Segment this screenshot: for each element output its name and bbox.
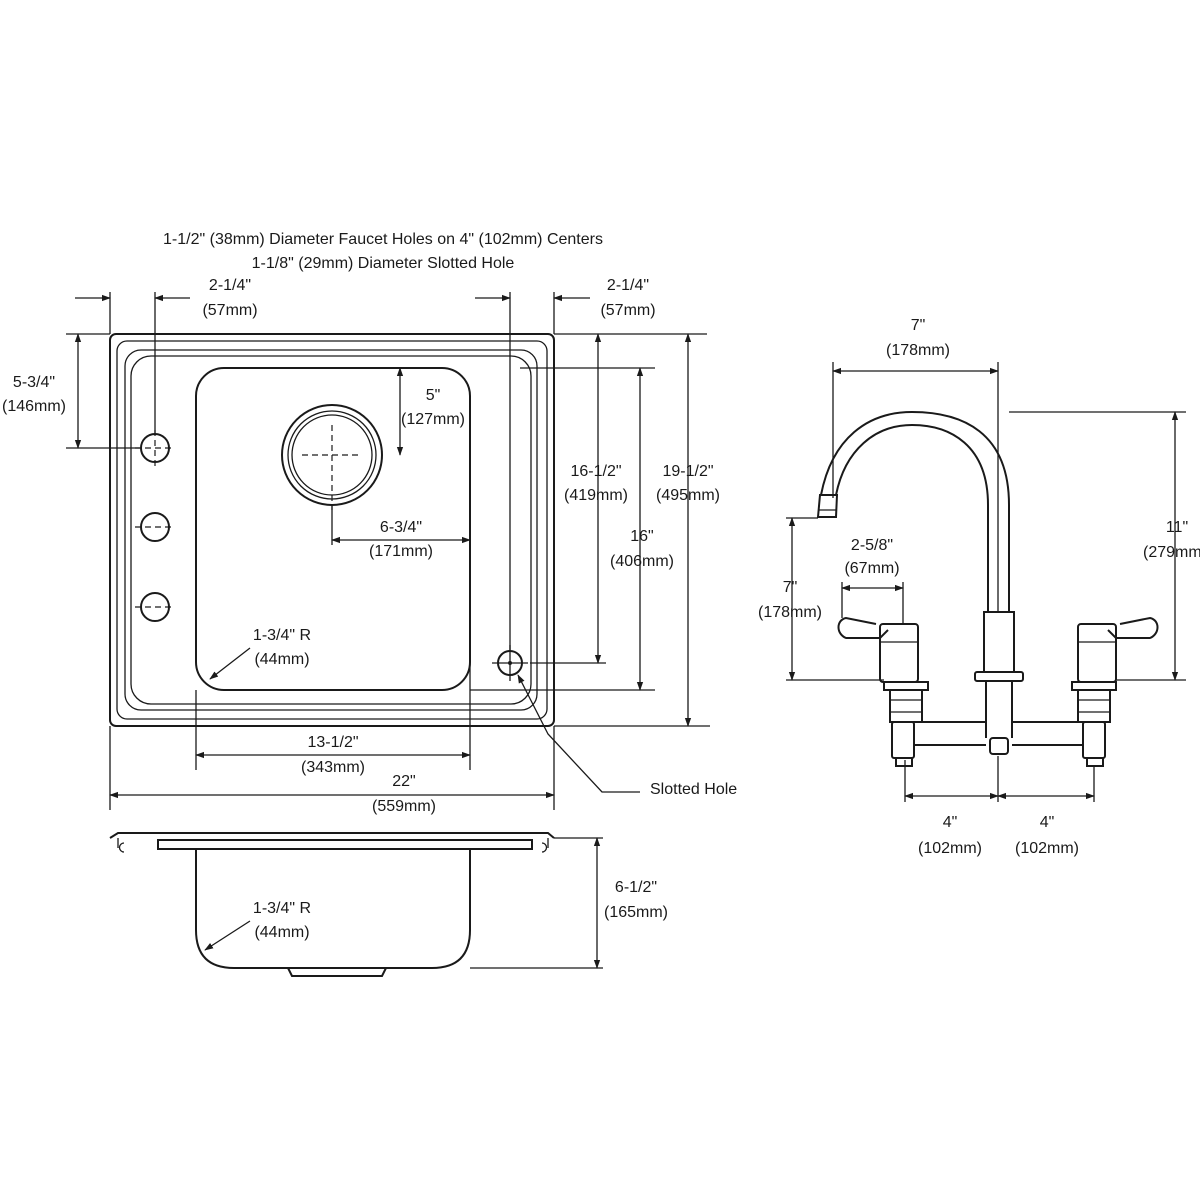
extension-lines (66, 292, 710, 810)
sink-side-drain (287, 967, 387, 977)
drain-from-side-label: 6-3/4" (380, 519, 422, 536)
bowl-width-label: 13-1/2" (307, 734, 358, 751)
spout-reach-mm: (178mm) (886, 342, 950, 359)
faucet-extension-lines (786, 362, 1186, 802)
sink-rim-inner (116, 340, 548, 720)
bottom-radius-leader (204, 920, 251, 951)
sink-outer-rim (109, 333, 555, 727)
left-center-mm: (102mm) (918, 840, 982, 857)
drain-from-back-mm: (127mm) (401, 411, 465, 428)
overall-height-label: 11" (1166, 519, 1188, 536)
corner-radius-label: 1-3/4" R (253, 627, 311, 644)
handle-length-label: 2-5/8" (851, 537, 893, 554)
handle-length-mm: (67mm) (844, 560, 899, 577)
drain (281, 404, 383, 510)
note-slotted-hole: 1-1/8" (29mm) Diameter Slotted Hole (252, 255, 515, 272)
right-valve (1071, 616, 1159, 767)
slotted-hole-leader (517, 674, 640, 793)
sink-side-view (109, 832, 603, 977)
left-offset-mm: (57mm) (202, 302, 257, 319)
faucet-hole-2 (135, 512, 175, 542)
hole-from-top-mm: (146mm) (2, 398, 66, 415)
left-center-label: 4" (943, 814, 958, 831)
left-valve (837, 616, 929, 767)
sink-top-view (66, 292, 710, 810)
slotted-hole-callout: Slotted Hole (650, 781, 737, 798)
bottom-radius-mm: (44mm) (254, 924, 309, 941)
bowl-height-label: 6-1/2" (615, 879, 657, 896)
left-offset-label: 2-1/4" (209, 277, 251, 294)
sink-deck (124, 349, 538, 711)
slotted-hole (492, 645, 528, 681)
bowl-depth-label: 16" (630, 528, 653, 545)
sink-side-flange (157, 839, 533, 850)
overall-height-mm: (279mm) (1143, 544, 1200, 561)
corner-radius-leader (209, 647, 251, 680)
overall-width-label: 22" (392, 773, 415, 790)
bowl-height-mm: (165mm) (604, 904, 668, 921)
faucet-spout (820, 410, 1010, 612)
spout-tip (816, 494, 839, 518)
sink-side-bowl (195, 849, 471, 969)
sink-bowl (195, 367, 471, 691)
right-offset-mm: (57mm) (600, 302, 655, 319)
sink-deck-inner (130, 355, 532, 705)
labels: 1-1/2" (38mm) Diameter Faucet Holes on 4… (2, 231, 1200, 941)
cross-pipe (914, 721, 1083, 746)
faucet-hole-3 (135, 592, 175, 622)
bowl-width-mm: (343mm) (301, 759, 365, 776)
drain-from-side-mm: (171mm) (369, 543, 433, 560)
bowl-inner-depth-label: 16-1/2" (570, 463, 621, 480)
bowl-depth-mm: (406mm) (610, 553, 674, 570)
spout-height-label: 7" (783, 579, 798, 596)
faucet-view (786, 362, 1186, 802)
overall-width-mm: (559mm) (372, 798, 436, 815)
hole-from-top-label: 5-3/4" (13, 374, 55, 391)
sink-side-rim (109, 832, 555, 839)
faucet-hole-1 (135, 430, 175, 466)
right-offset-label: 2-1/4" (607, 277, 649, 294)
overall-depth-label: 19-1/2" (662, 463, 713, 480)
bowl-inner-depth-mm: (419mm) (564, 487, 628, 504)
left-handle (837, 616, 889, 639)
overall-depth-mm: (495mm) (656, 487, 720, 504)
spout-reach-label: 7" (911, 317, 926, 334)
corner-radius-mm: (44mm) (254, 651, 309, 668)
spout-height-mm: (178mm) (758, 604, 822, 621)
drain-from-back-label: 5" (426, 387, 441, 404)
right-handle (1107, 616, 1159, 639)
spout-base (983, 611, 1015, 673)
bottom-radius-label: 1-3/4" R (253, 900, 311, 917)
note-faucet-holes: 1-1/2" (38mm) Diameter Faucet Holes on 4… (163, 231, 603, 248)
right-center-label: 4" (1040, 814, 1055, 831)
right-center-mm: (102mm) (1015, 840, 1079, 857)
